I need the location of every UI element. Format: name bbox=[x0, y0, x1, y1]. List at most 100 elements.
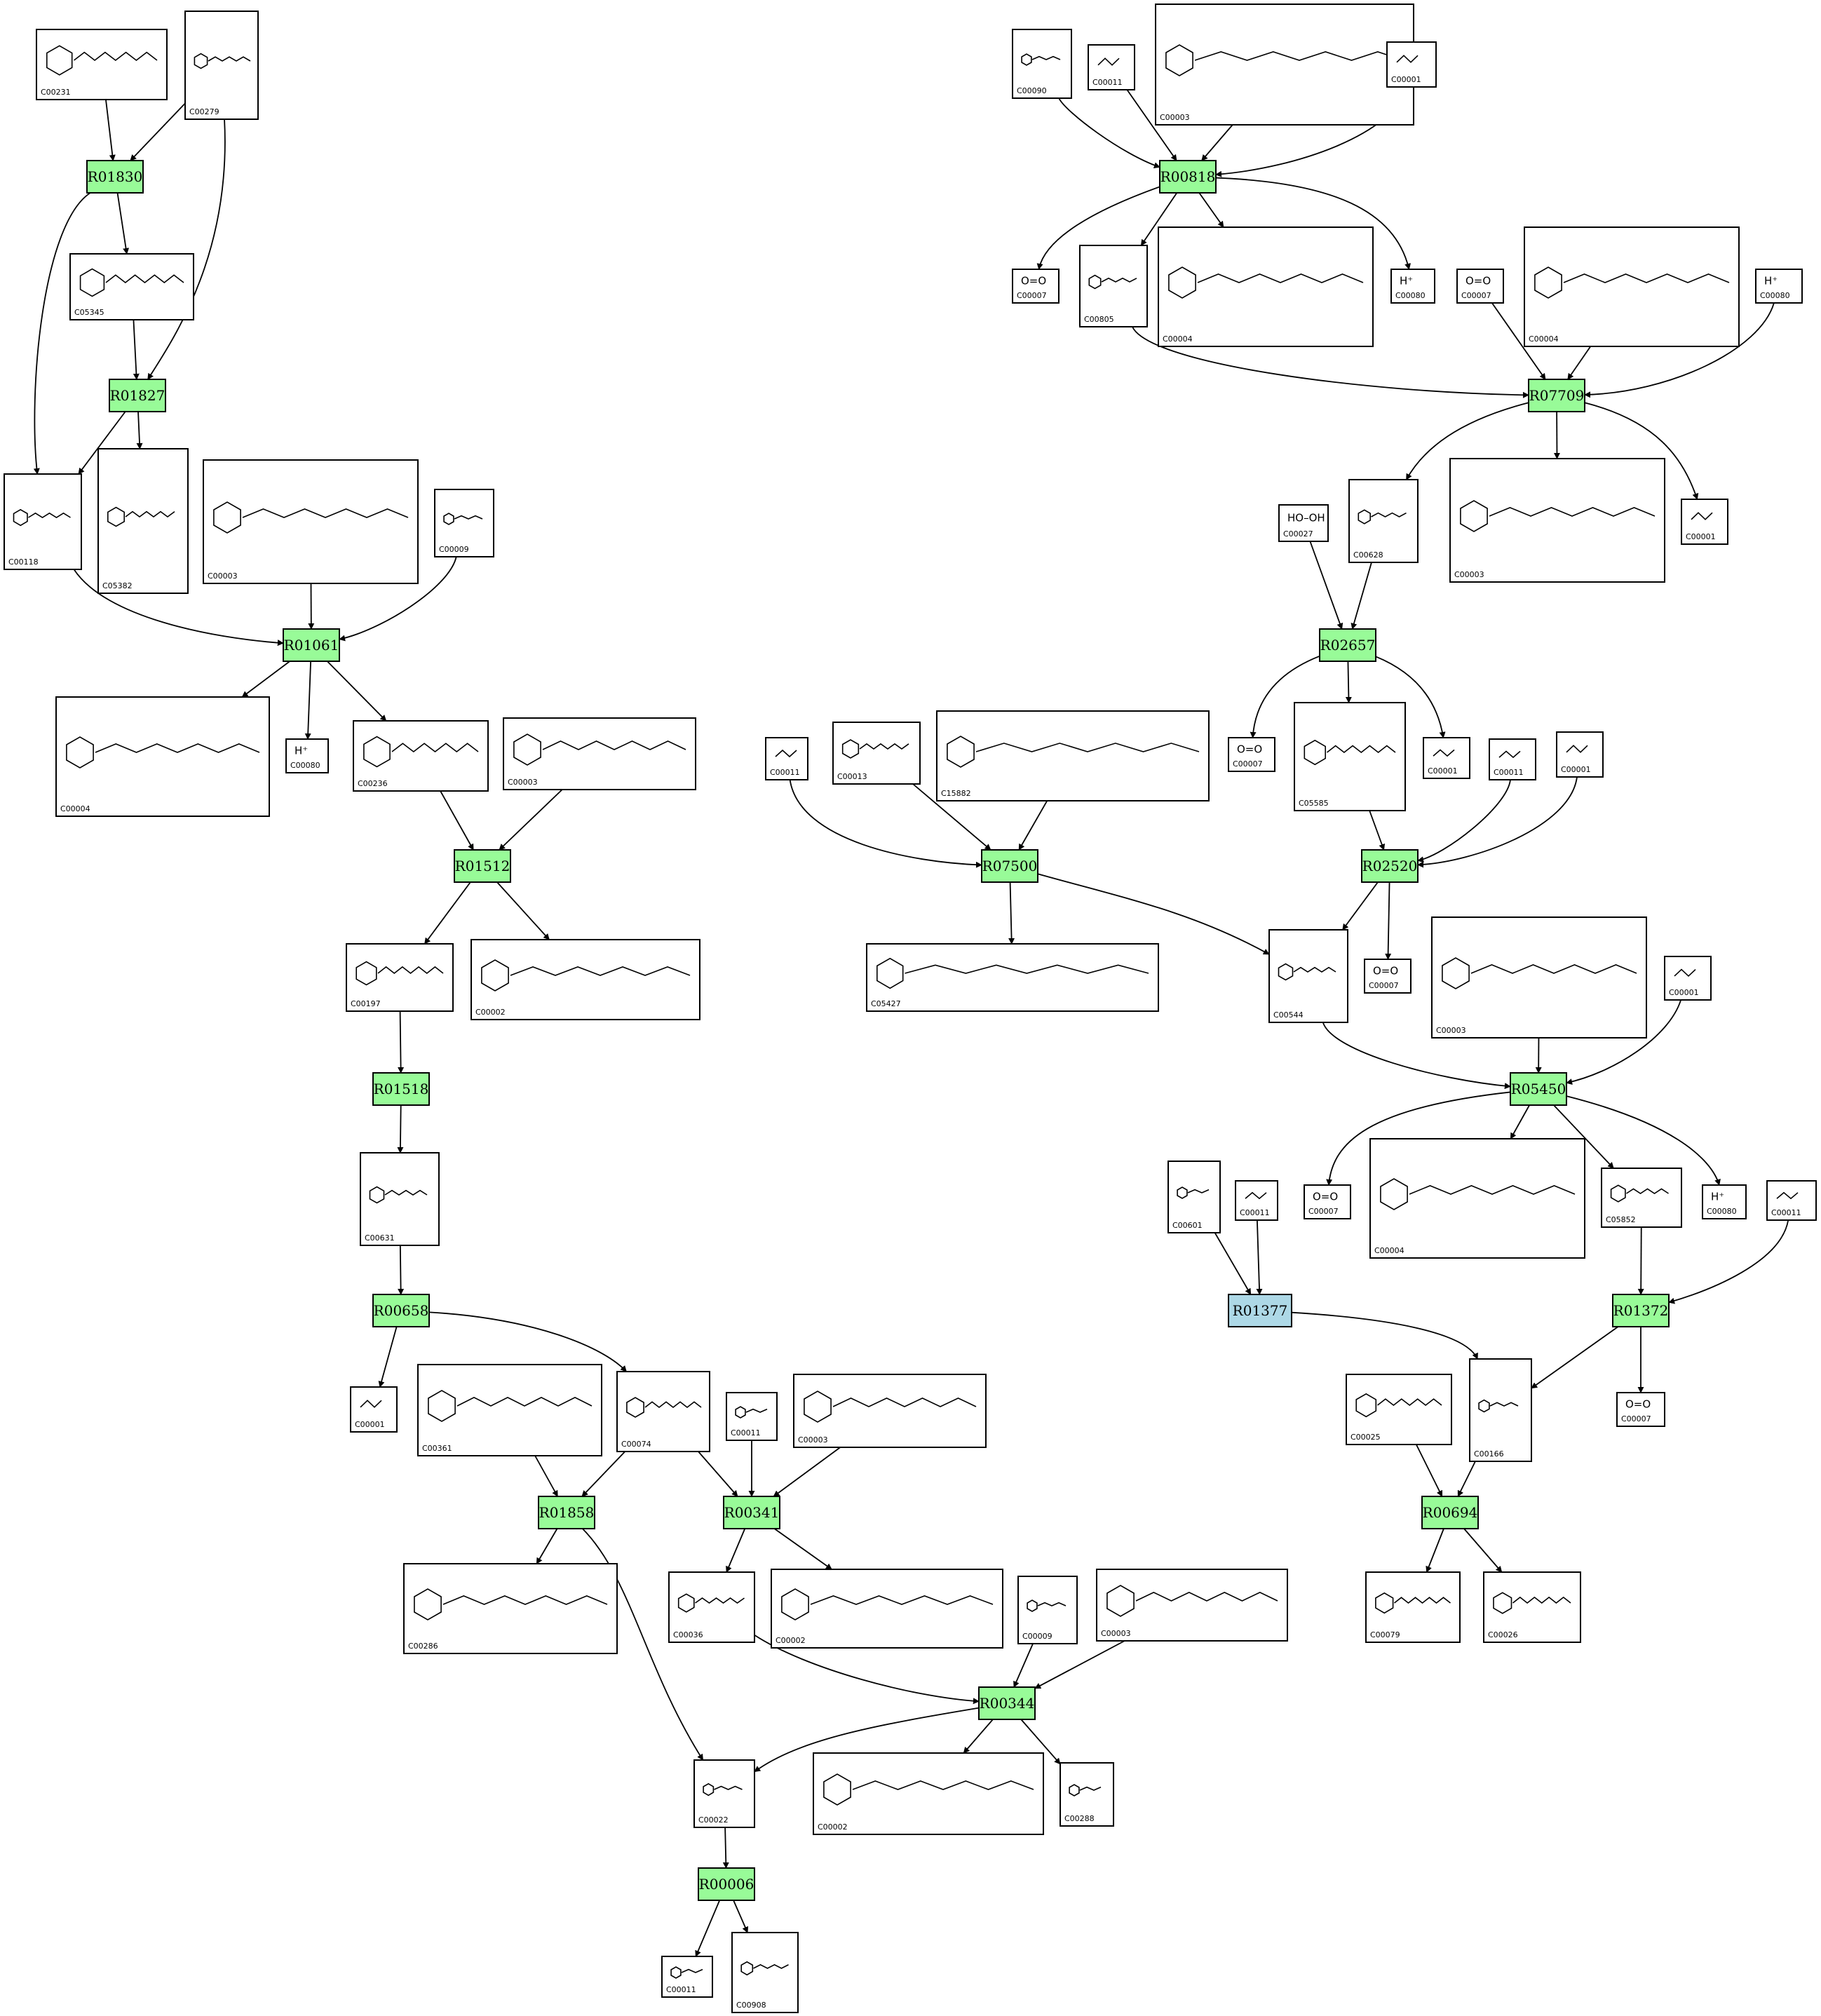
compound-box[interactable] bbox=[360, 1152, 440, 1246]
compound-C00001[interactable]: C00001 bbox=[1386, 41, 1437, 88]
compound-box[interactable] bbox=[1702, 1184, 1747, 1219]
compound-C00003[interactable]: C00003 bbox=[793, 1374, 987, 1448]
reaction-box[interactable] bbox=[1159, 160, 1217, 194]
compound-box[interactable] bbox=[203, 459, 419, 584]
compound-C00001[interactable]: C00001 bbox=[1423, 737, 1470, 779]
reaction-R02520[interactable]: R02520 bbox=[1361, 849, 1419, 883]
compound-box[interactable] bbox=[403, 1563, 618, 1654]
compound-box[interactable] bbox=[1469, 1358, 1532, 1462]
reaction-R07709[interactable]: R07709 bbox=[1528, 379, 1585, 412]
compound-C00805[interactable]: C00805 bbox=[1079, 245, 1148, 327]
compound-box[interactable] bbox=[285, 738, 329, 773]
compound-C00003[interactable]: C00003 bbox=[1449, 458, 1665, 583]
compound-box[interactable] bbox=[771, 1569, 1003, 1649]
compound-box[interactable] bbox=[1524, 226, 1740, 347]
reaction-box[interactable] bbox=[372, 1072, 430, 1106]
compound-box[interactable] bbox=[417, 1364, 602, 1456]
compound-C00544[interactable]: C00544 bbox=[1268, 929, 1348, 1023]
reaction-R00341[interactable]: R00341 bbox=[723, 1496, 780, 1529]
reaction-R00006[interactable]: R00006 bbox=[698, 1867, 755, 1901]
reaction-R01518[interactable]: R01518 bbox=[372, 1072, 430, 1106]
compound-box[interactable] bbox=[1167, 1161, 1221, 1233]
compound-C00908[interactable]: C00908 bbox=[731, 1932, 799, 2013]
compound-C00288[interactable]: C00288 bbox=[1060, 1762, 1114, 1827]
compound-C00011[interactable]: C00011 bbox=[661, 1956, 713, 1998]
compound-C05427[interactable]: C05427 bbox=[866, 943, 1159, 1012]
compound-C00118[interactable]: C00118 bbox=[4, 473, 82, 570]
reaction-box[interactable] bbox=[1319, 628, 1376, 662]
compound-C00011[interactable]: C00011 bbox=[765, 737, 808, 780]
reaction-box[interactable] bbox=[109, 379, 166, 412]
reaction-box[interactable] bbox=[698, 1867, 755, 1901]
compound-box[interactable] bbox=[866, 943, 1159, 1012]
compound-C00080[interactable]: H⁺C00080 bbox=[285, 738, 329, 773]
compound-box[interactable] bbox=[1766, 1180, 1817, 1221]
compound-C00080[interactable]: H⁺C00080 bbox=[1755, 269, 1803, 304]
compound-C05382[interactable]: C05382 bbox=[97, 448, 189, 594]
compound-C00011[interactable]: C00011 bbox=[1235, 1180, 1278, 1221]
reaction-R01061[interactable]: R01061 bbox=[283, 628, 340, 662]
compound-box[interactable] bbox=[1158, 226, 1374, 347]
compound-C00022[interactable]: C00022 bbox=[693, 1759, 755, 1828]
reaction-box[interactable] bbox=[538, 1496, 595, 1529]
reaction-R00818[interactable]: R00818 bbox=[1159, 160, 1217, 194]
compound-C00003[interactable]: C00003 bbox=[1096, 1569, 1288, 1642]
compound-box[interactable] bbox=[1601, 1168, 1682, 1228]
compound-C00004[interactable]: C00004 bbox=[1524, 226, 1740, 347]
compound-C00011[interactable]: C00011 bbox=[1489, 738, 1536, 780]
compound-C00004[interactable]: C00004 bbox=[1369, 1138, 1585, 1259]
compound-box[interactable] bbox=[693, 1759, 755, 1828]
compound-C00013[interactable]: C00013 bbox=[832, 722, 921, 785]
reaction-box[interactable] bbox=[1228, 1294, 1292, 1327]
compound-box[interactable] bbox=[765, 737, 808, 780]
compound-box[interactable] bbox=[1449, 458, 1665, 583]
compound-C00080[interactable]: H⁺C00080 bbox=[1390, 269, 1435, 304]
reaction-box[interactable] bbox=[1421, 1496, 1479, 1529]
compound-box[interactable] bbox=[1386, 41, 1437, 88]
compound-box[interactable] bbox=[184, 11, 259, 120]
reaction-R02657[interactable]: R02657 bbox=[1319, 628, 1376, 662]
compound-box[interactable] bbox=[1390, 269, 1435, 304]
reaction-R01512[interactable]: R01512 bbox=[454, 849, 511, 883]
reaction-box[interactable] bbox=[372, 1294, 430, 1327]
reaction-R07500[interactable]: R07500 bbox=[981, 849, 1038, 883]
reaction-box[interactable] bbox=[1510, 1072, 1567, 1106]
compound-box[interactable] bbox=[353, 720, 489, 792]
compound-box[interactable] bbox=[1616, 1392, 1665, 1427]
compound-C00197[interactable]: C00197 bbox=[346, 943, 454, 1012]
reaction-box[interactable] bbox=[1612, 1294, 1670, 1327]
compound-C00286[interactable]: C00286 bbox=[403, 1563, 618, 1654]
compound-box[interactable] bbox=[726, 1392, 778, 1441]
compound-C00011[interactable]: C00011 bbox=[1766, 1180, 1817, 1221]
compound-box[interactable] bbox=[55, 696, 270, 817]
compound-box[interactable] bbox=[1556, 731, 1604, 778]
compound-box[interactable] bbox=[97, 448, 189, 594]
compound-box[interactable] bbox=[4, 473, 82, 570]
compound-box[interactable] bbox=[936, 710, 1210, 801]
compound-C05852[interactable]: C05852 bbox=[1601, 1168, 1682, 1228]
compound-box[interactable] bbox=[1278, 504, 1329, 542]
compound-C00074[interactable]: C00074 bbox=[616, 1371, 710, 1452]
compound-C00001[interactable]: C00001 bbox=[350, 1386, 398, 1433]
compound-box[interactable] bbox=[1456, 269, 1504, 304]
compound-C00236[interactable]: C00236 bbox=[353, 720, 489, 792]
compound-box[interactable] bbox=[36, 29, 168, 100]
compound-box[interactable] bbox=[661, 1956, 713, 1998]
reaction-R01858[interactable]: R01858 bbox=[538, 1496, 595, 1529]
compound-C00011[interactable]: C00011 bbox=[726, 1392, 778, 1441]
compound-C00025[interactable]: C00025 bbox=[1346, 1374, 1452, 1445]
compound-box[interactable] bbox=[1012, 269, 1060, 304]
compound-C00003[interactable]: C00003 bbox=[503, 717, 696, 790]
compound-C00036[interactable]: C00036 bbox=[668, 1571, 755, 1643]
reaction-R01827[interactable]: R01827 bbox=[109, 379, 166, 412]
compound-box[interactable] bbox=[813, 1752, 1044, 1835]
compound-box[interactable] bbox=[832, 722, 921, 785]
compound-C00009[interactable]: C00009 bbox=[434, 489, 494, 557]
reaction-R00344[interactable]: R00344 bbox=[978, 1686, 1036, 1720]
